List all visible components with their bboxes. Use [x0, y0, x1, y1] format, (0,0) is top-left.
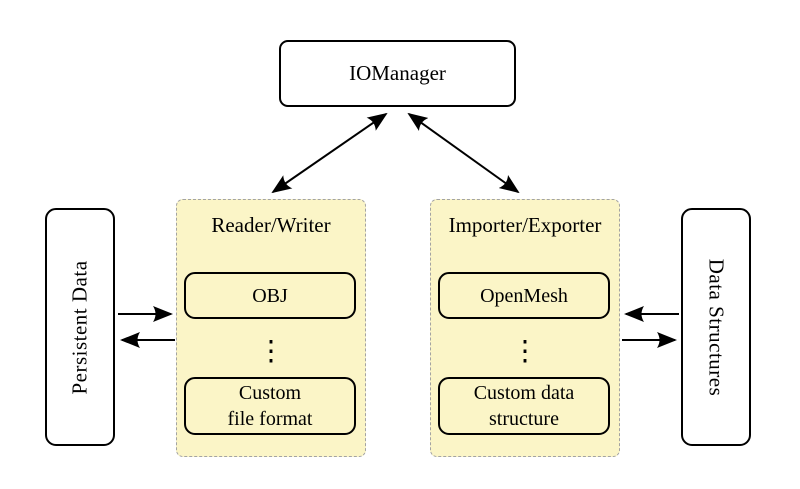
node-custom-data-structure: Custom data structure — [438, 377, 610, 435]
custom-data-structure-line1: Custom data — [473, 382, 575, 404]
custom-data-structure-line2: structure — [489, 408, 559, 430]
reader-writer-title: Reader/Writer — [211, 213, 331, 237]
group-reader-writer: Reader/Writer OBJ ⋮ Custom file format — [176, 199, 366, 457]
node-openmesh: OpenMesh — [438, 272, 610, 319]
persistent-data-label: Persistent Data — [67, 259, 92, 395]
ellipsis-reader-writer: ⋮ — [257, 336, 285, 367]
custom-file-format-line1: Custom — [238, 382, 302, 404]
data-structures-label: Data Structures — [704, 258, 729, 396]
node-iomanager: IOManager — [279, 40, 516, 107]
arrow-iomanager-readerwriter — [271, 112, 388, 194]
openmesh-label: OpenMesh — [480, 284, 568, 307]
custom-file-format-line2: file format — [227, 408, 313, 430]
node-custom-file-format: Custom file format — [184, 377, 356, 435]
iomanager-label: IOManager — [349, 61, 446, 85]
importer-exporter-title: Importer/Exporter — [448, 213, 602, 237]
node-persistent-data: Persistent Data — [45, 208, 115, 446]
node-obj: OBJ — [184, 272, 356, 319]
obj-label: OBJ — [252, 284, 288, 307]
node-data-structures: Data Structures — [681, 208, 751, 446]
group-importer-exporter: Importer/Exporter OpenMesh ⋮ Custom data… — [430, 199, 620, 457]
ellipsis-importer-exporter: ⋮ — [511, 336, 539, 367]
arrow-iomanager-importerexporter — [407, 112, 520, 194]
